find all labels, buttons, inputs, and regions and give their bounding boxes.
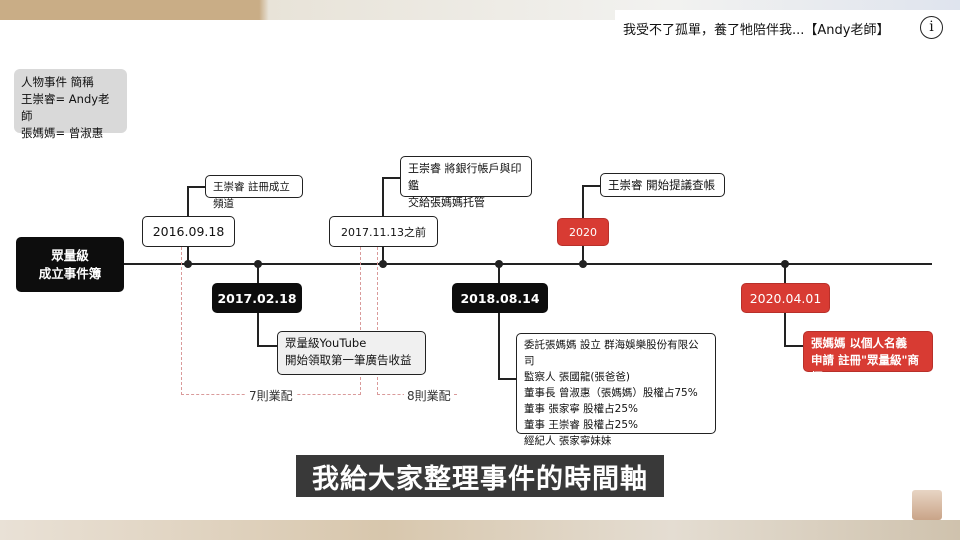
note-line: 開始領取第一筆廣告收益 [285, 353, 412, 367]
timeline-axis [124, 263, 932, 265]
start-label: 眾量級 [51, 247, 89, 263]
legend-box: 人物事件 簡稱 王崇睿= Andy老師 張媽媽= 曾淑惠 [14, 69, 127, 140]
date-box: 2020 [557, 218, 609, 246]
event-note: 王崇睿 開始提議查帳 [600, 173, 725, 197]
note-line: 交給張媽媽托管 [408, 196, 485, 209]
legend-line: 張媽媽= 曾淑惠 [21, 126, 104, 140]
connector [382, 177, 400, 179]
note-line: 委託張媽媽 設立 群海娛樂股份有限公司 [524, 339, 699, 367]
span-label: 8則業配 [404, 387, 454, 404]
presenter-avatar [912, 490, 942, 520]
legend-line: 王崇睿= Andy老師 [21, 92, 110, 123]
event-note: 王崇睿 將銀行帳戶與印鑑 交給張媽媽托管 [400, 156, 532, 209]
note-line: 董事長 曾淑惠（張媽媽）股權占75% [524, 387, 698, 399]
date-box: 2018.08.14 [452, 283, 548, 313]
connector [257, 345, 277, 347]
date-box: 2017.11.13之前 [329, 216, 438, 247]
date-box: 2020.04.01 [741, 283, 830, 313]
connector [582, 185, 600, 187]
note-line: 經紀人 張家寧妹妹 [524, 435, 612, 447]
span-label: 7則業配 [246, 387, 296, 404]
connector [498, 378, 516, 380]
event-note: 張媽媽 以個人名義 申請 註冊"眾量級"商標 [803, 331, 933, 384]
event-note: 委託張媽媽 設立 群海娛樂股份有限公司 監察人 張國龍(張爸爸) 董事長 曾淑惠… [516, 333, 716, 447]
note-line: 王崇睿 註冊成立頻道 [213, 181, 290, 210]
video-title-text: 我受不了孤單，養了牠陪伴我...【Andy老師】 [623, 22, 890, 38]
note-line: 申請 註冊"眾量級"商標 [811, 353, 919, 384]
note-line: 王崇睿 開始提議查帳 [608, 177, 716, 192]
note-line: 董事 王崇睿 股權占25% [524, 419, 639, 431]
subtitle-caption: 我給大家整理事件的時間軸 [296, 455, 664, 497]
legend-line: 人物事件 簡稱 [21, 75, 94, 89]
timeline-dot [579, 260, 587, 268]
connector [784, 345, 803, 347]
note-line: 張媽媽 以個人名義 [811, 336, 908, 350]
timeline-dot [379, 260, 387, 268]
event-note: 眾量級YouTube 開始領取第一筆廣告收益 [277, 331, 426, 375]
video-background-bottom [0, 520, 960, 540]
connector [187, 186, 205, 188]
timeline-dot [184, 260, 192, 268]
date-box: 2017.02.18 [212, 283, 302, 313]
info-icon[interactable]: i [920, 16, 943, 39]
date-box: 2016.09.18 [142, 216, 235, 247]
note-line: 董事 張家寧 股權占25% [524, 403, 639, 415]
note-line: 眾量級YouTube [285, 336, 367, 350]
note-line: 監察人 張國龍(張爸爸) [524, 371, 631, 383]
timeline-start-box: 眾量級 成立事件簿 [16, 237, 124, 292]
note-line: 王崇睿 將銀行帳戶與印鑑 [408, 162, 522, 192]
event-note: 王崇睿 註冊成立頻道 [205, 175, 303, 210]
connector [498, 264, 500, 380]
video-title[interactable]: 我受不了孤單，養了牠陪伴我...【Andy老師】 [615, 10, 960, 46]
start-label: 成立事件簿 [38, 265, 102, 281]
